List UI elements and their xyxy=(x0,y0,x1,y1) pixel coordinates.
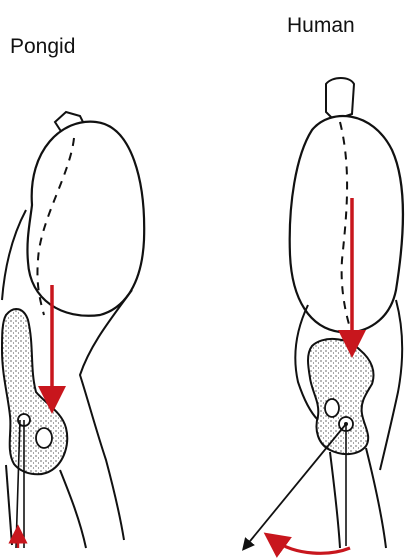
human-thigh-back xyxy=(330,452,340,548)
pongid-figure xyxy=(2,112,144,548)
pongid-thigh-back xyxy=(6,465,12,545)
pongid-thigh-front xyxy=(60,470,86,548)
pongid-pelvis xyxy=(2,309,67,474)
human-femur-line xyxy=(246,424,346,546)
pongid-back-outline xyxy=(2,210,26,300)
human-trunk xyxy=(290,116,403,332)
pongid-trunk xyxy=(27,122,144,316)
pongid-pelvic-foramen xyxy=(36,428,52,448)
human-thigh-front xyxy=(366,448,386,548)
human-front-outline xyxy=(380,300,402,470)
human-figure xyxy=(246,78,403,553)
pongid-front-outline xyxy=(80,290,132,540)
human-pelvis xyxy=(308,339,374,454)
human-spine-tip xyxy=(326,78,354,120)
human-pelvic-foramen xyxy=(325,399,339,417)
